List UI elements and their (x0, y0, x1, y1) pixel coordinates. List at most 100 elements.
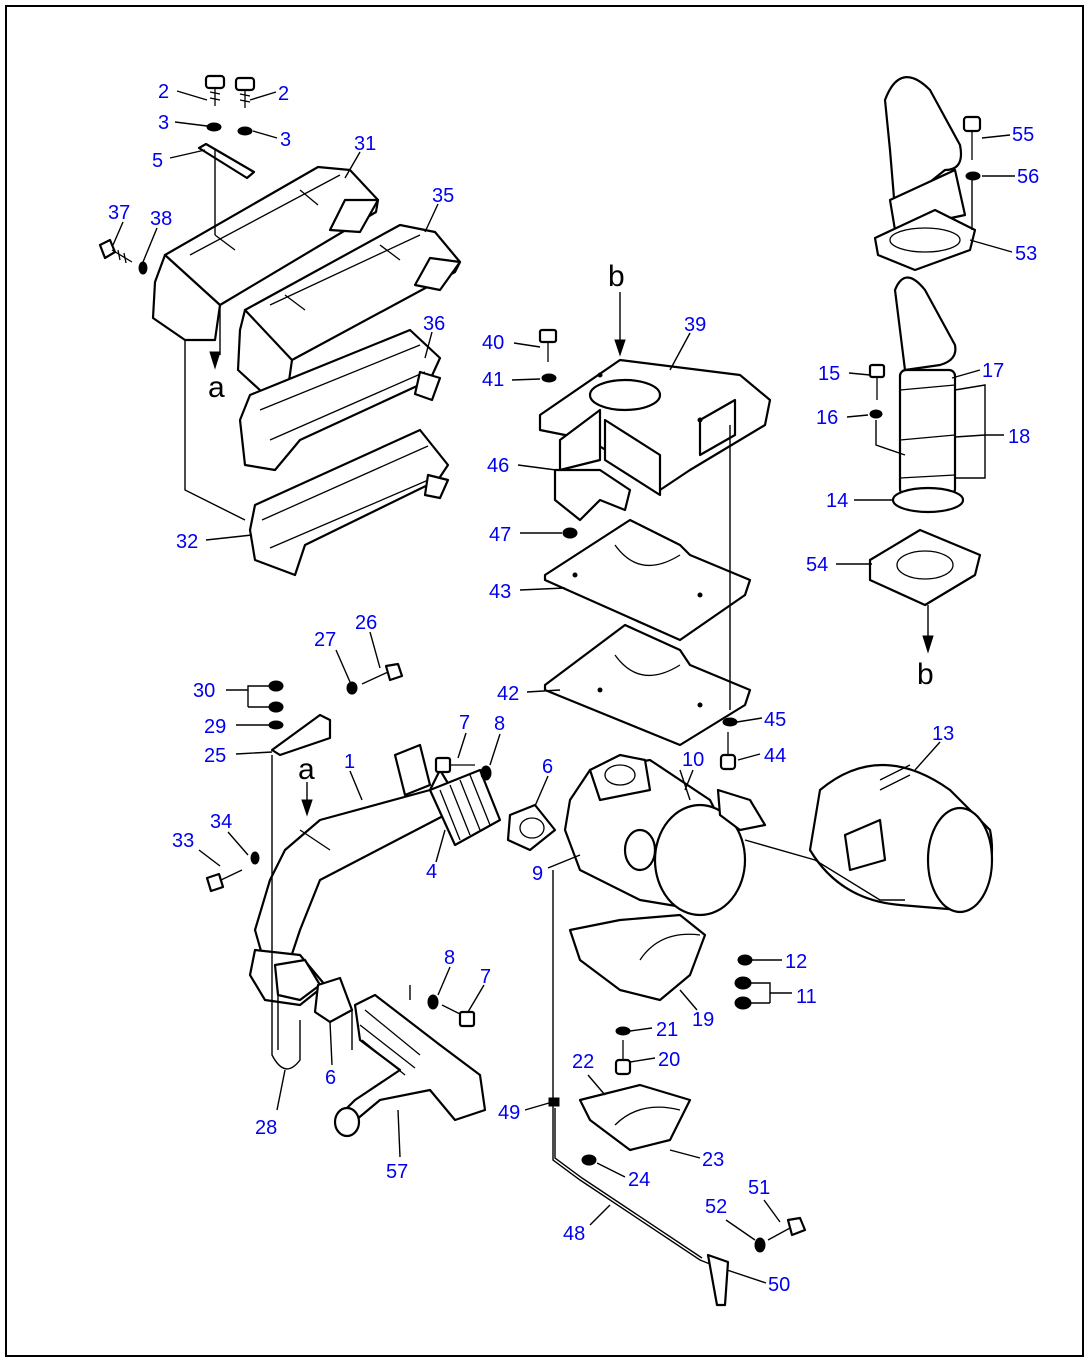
callout-11: 11 (796, 986, 817, 1008)
callout-1: 1 (344, 751, 355, 773)
callout-34: 34 (210, 811, 232, 833)
callout-8-bottom: 8 (444, 947, 455, 969)
ref-b-bottom: b (917, 658, 934, 691)
callout-29: 29 (204, 716, 226, 738)
bracket-22 (578, 1083, 692, 1152)
callout-14: 14 (826, 490, 848, 512)
bracket-25 (270, 713, 332, 757)
callout-35: 35 (432, 185, 454, 207)
washer-16 (869, 409, 883, 419)
callout-32: 32 (176, 531, 198, 553)
callout-45: 45 (764, 709, 786, 731)
callout-19: 19 (692, 1009, 714, 1031)
gasket-6-top (506, 803, 557, 852)
washer-3-right (237, 126, 253, 136)
callout-25: 25 (204, 745, 226, 767)
callout-6-bottom: 6 (325, 1067, 336, 1089)
washer-27 (346, 681, 358, 695)
washer-21 (615, 1026, 631, 1036)
nut-8-bottom (427, 994, 439, 1010)
nut-8-top (480, 765, 492, 781)
callout-28: 28 (255, 1117, 277, 1139)
callout-24: 24 (628, 1169, 650, 1191)
callout-23: 23 (702, 1149, 724, 1171)
callout-4: 4 (426, 861, 437, 883)
hose-57 (338, 993, 487, 1127)
callout-6-top: 6 (542, 756, 553, 778)
washer-56 (965, 171, 981, 181)
bolt-2-right (234, 76, 256, 108)
callout-43: 43 (489, 581, 511, 603)
nut-12 (737, 954, 753, 966)
callout-46: 46 (487, 455, 509, 477)
bolt-7-bottom (441, 1004, 476, 1028)
bolt-33 (205, 869, 243, 893)
nut-30a (268, 680, 284, 692)
callout-27: 27 (314, 629, 336, 651)
callout-42: 42 (497, 683, 519, 705)
nut-11b (734, 996, 752, 1010)
callout-13: 13 (932, 723, 954, 745)
callout-9: 9 (532, 863, 543, 885)
callout-5: 5 (152, 150, 163, 172)
hose-4 (428, 768, 502, 847)
bolt-20 (614, 1040, 632, 1076)
callout-50: 50 (768, 1274, 790, 1296)
bolt-15 (868, 363, 886, 400)
callout-10: 10 (682, 749, 704, 771)
callout-30: 30 (193, 680, 215, 702)
callout-53: 53 (1015, 243, 1037, 265)
bracket-36 (238, 328, 442, 472)
flange-53 (873, 208, 977, 272)
nut-47 (562, 527, 578, 539)
callout-26: 26 (355, 612, 377, 634)
callout-51: 51 (748, 1177, 770, 1199)
bracket-46 (553, 468, 632, 522)
bolt-51 (767, 1216, 807, 1241)
nut-24 (581, 1154, 597, 1166)
pipe-top (893, 276, 957, 372)
plate-5 (197, 142, 256, 180)
washer-45 (722, 717, 738, 727)
callout-47: 47 (489, 524, 511, 546)
callout-labels: 2 2 3 3 5 31 35 37 38 36 32 40 39 41 46 … (108, 81, 1039, 1296)
callout-7-top: 7 (459, 712, 470, 734)
callout-2-left: 2 (158, 81, 169, 103)
nut-30b (268, 701, 284, 713)
callout-57: 57 (386, 1161, 408, 1183)
adapter-54 (868, 528, 982, 607)
callout-56: 56 (1017, 166, 1039, 188)
callout-54: 54 (806, 554, 828, 576)
washer-29 (268, 720, 284, 730)
rain-cap-stack (883, 76, 963, 212)
washer-3-left (206, 122, 222, 132)
bolt-26 (361, 662, 404, 685)
callout-15: 15 (818, 363, 840, 385)
callout-48: 48 (563, 1223, 585, 1245)
ref-a-mid: a (298, 753, 315, 786)
ref-b-top: b (608, 260, 625, 293)
callout-2-right: 2 (278, 83, 289, 105)
nut-11a (734, 976, 752, 990)
callout-33: 33 (172, 830, 194, 852)
callout-44: 44 (764, 745, 786, 767)
ref-a-top: a (208, 371, 225, 404)
plate-42 (543, 623, 752, 747)
bolt-2-left (204, 74, 226, 106)
callout-7-bottom: 7 (480, 966, 491, 988)
callout-8-top: 8 (494, 713, 505, 735)
leader-lines (112, 90, 1015, 1284)
nut-34 (250, 851, 260, 865)
callout-55: 55 (1012, 124, 1034, 146)
callout-41: 41 (482, 369, 504, 391)
callout-3-left: 3 (158, 112, 169, 134)
callout-52: 52 (705, 1196, 727, 1218)
bracket-32 (248, 428, 450, 577)
callout-21: 21 (656, 1019, 678, 1041)
bracket-19 (568, 913, 707, 1002)
callout-3-right: 3 (280, 129, 291, 151)
callout-22: 22 (572, 1051, 594, 1073)
callout-18: 18 (1008, 426, 1030, 448)
callout-37: 37 (108, 202, 130, 224)
